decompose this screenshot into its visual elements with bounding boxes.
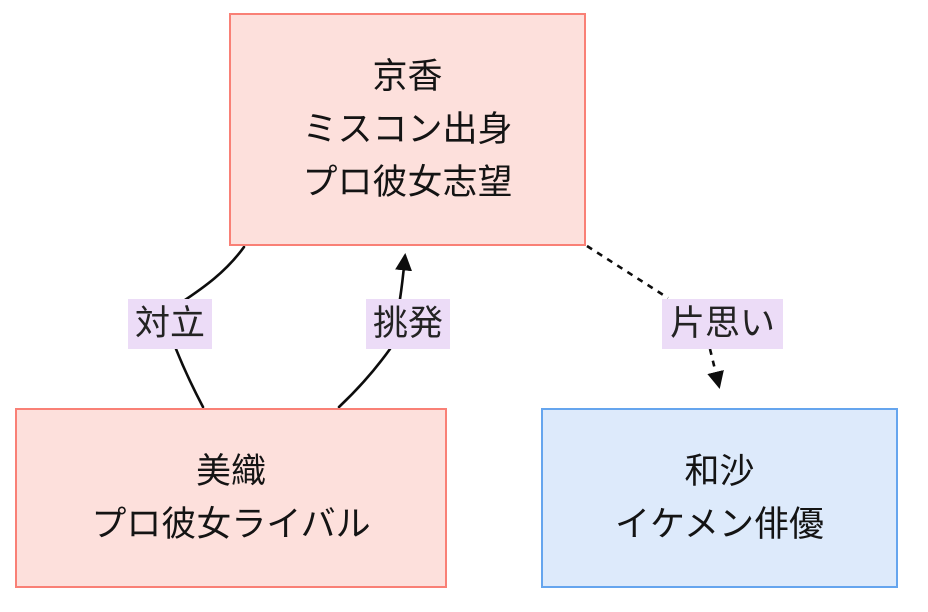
edge-path-kataomoi	[586, 244, 719, 386]
node-kazusa-line-2: イケメン俳優	[615, 505, 824, 544]
edge-path-chohatsu	[337, 256, 405, 409]
node-miori-line-2: プロ彼女ライバル	[91, 505, 371, 544]
node-kyoka-line-3: プロ彼女志望	[302, 163, 513, 203]
node-miori-line-1: 美織	[195, 451, 266, 491]
node-kyoka-line-1: 京香	[372, 56, 443, 96]
edge-label-chohatsu: 挑発	[366, 299, 450, 349]
edge-label-kataomoi: 片思い	[662, 299, 783, 349]
node-kyoka[interactable]: 京香 ミスコン出身 プロ彼女志望	[229, 13, 586, 246]
node-miori[interactable]: 美織 プロ彼女ライバル	[15, 408, 447, 588]
edge-path-tairitsu	[174, 245, 246, 409]
edge-label-tairitsu: 対立	[128, 299, 212, 349]
node-kyoka-line-2: ミスコン出身	[302, 109, 513, 149]
node-kazusa-line-1: 和沙	[684, 451, 755, 491]
node-kazusa[interactable]: 和沙 イケメン俳優	[541, 408, 898, 588]
